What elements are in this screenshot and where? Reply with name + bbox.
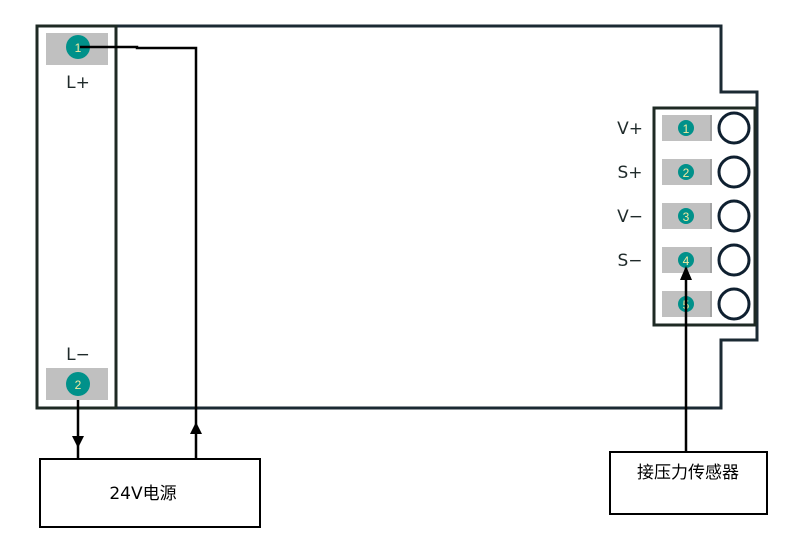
right-pin-2 <box>678 164 694 180</box>
arrow-down-power <box>72 436 84 448</box>
left-pin-2-label: L− <box>66 345 90 365</box>
sensor-box-label: 接压力传感器 <box>637 463 739 483</box>
right-pin-3-number: 3 <box>683 210 690 224</box>
right-pin-4-number: 4 <box>683 254 690 268</box>
right-pin-3-label: V− <box>617 207 643 227</box>
left-pin-1 <box>66 35 90 59</box>
module-outline <box>35 24 759 410</box>
right-pin-2-number: 2 <box>683 166 690 180</box>
right-pin-1-label: V+ <box>617 119 643 139</box>
left-pin-2 <box>66 372 90 396</box>
screw-hole-2 <box>717 155 751 189</box>
screw-hole-1 <box>717 111 751 145</box>
wire-l-plus <box>80 45 198 459</box>
right-pin-1-number: 1 <box>683 122 690 136</box>
right-pin-1 <box>678 120 694 136</box>
screw-hole-5 <box>717 287 751 321</box>
left-pin-1-label: L+ <box>66 73 90 93</box>
left-pin-1-number: 1 <box>75 41 82 55</box>
arrow-up-sensor <box>680 266 692 280</box>
right-pin-2-label: S+ <box>617 163 642 183</box>
left-terminal-strip <box>35 24 118 410</box>
right-pin-3 <box>678 208 694 224</box>
arrow-up-power <box>190 422 202 434</box>
sensor-box <box>609 451 768 515</box>
right-pin-4 <box>678 252 694 268</box>
screw-hole-3 <box>717 199 751 233</box>
power-box-label: 24V电源 <box>109 484 176 504</box>
power-box <box>39 458 261 528</box>
left-pin-2-number: 2 <box>75 378 82 392</box>
right-pin-4-label: S− <box>617 251 642 271</box>
screw-hole-4 <box>717 243 751 277</box>
